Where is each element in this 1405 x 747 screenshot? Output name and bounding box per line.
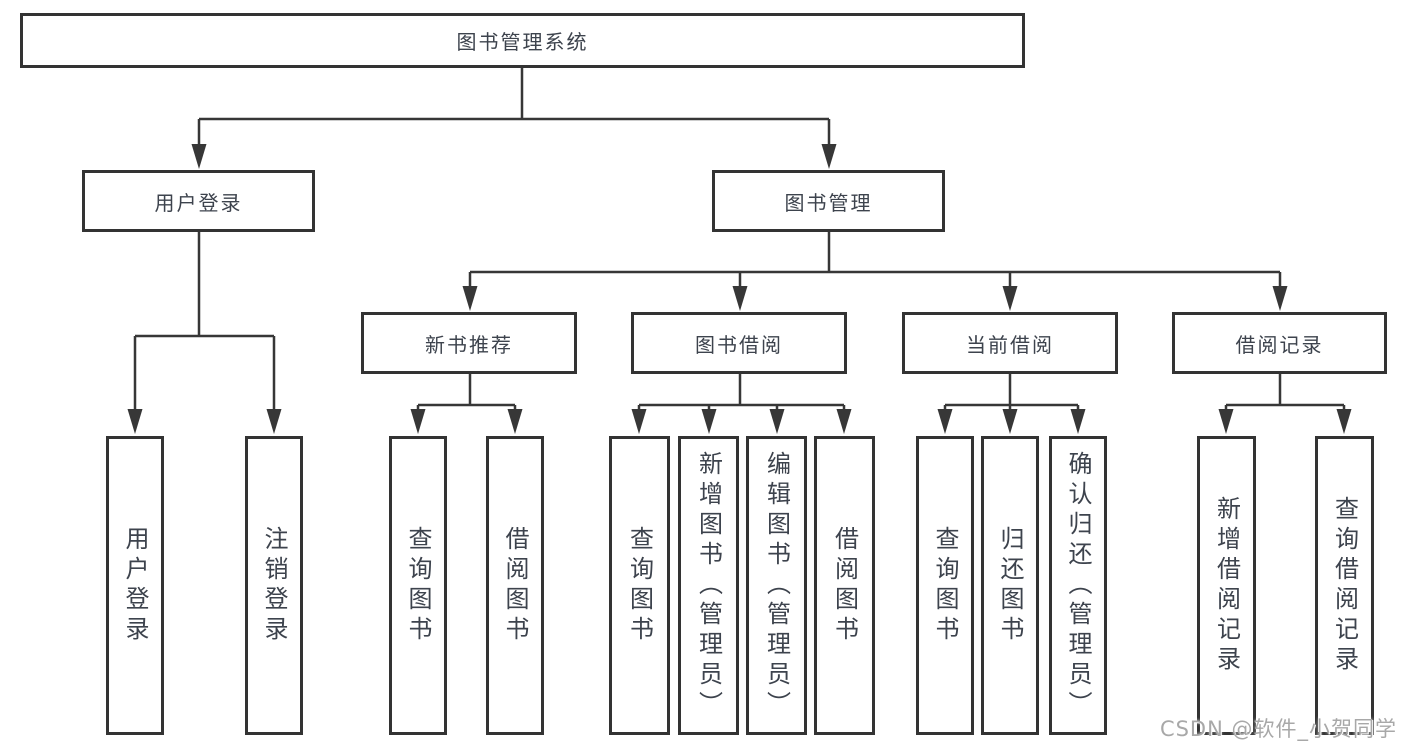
node-borrowing-records: 借阅记录 [1172, 312, 1387, 374]
csdn-watermark: CSDN @软件_小贺同学 [1159, 717, 1397, 741]
leaf-confirm-return-admin: 确认归还（管理员） [1049, 436, 1107, 735]
leaf-logout: 注销登录 [245, 436, 303, 735]
leaf-add-books-admin: 新增图书（管理员） [678, 436, 739, 735]
leaf-add-borrow-record: 新增借阅记录 [1197, 436, 1256, 735]
leaf-label: 查询图书 [625, 525, 654, 646]
node-user-login: 用户登录 [82, 170, 315, 232]
node-new-book-recommendation: 新书推荐 [361, 312, 577, 374]
leaf-query-books-borrowing: 查询图书 [609, 436, 670, 735]
leaf-borrow-books: 借阅图书 [814, 436, 875, 735]
node-book-borrowing: 图书借阅 [631, 312, 847, 374]
leaf-label: 确认归还（管理员） [1064, 450, 1092, 721]
leaf-query-books-recommend: 查询图书 [389, 436, 447, 735]
leaf-label: 查询借阅记录 [1330, 495, 1359, 676]
leaf-label: 用户登录 [121, 525, 149, 646]
node-library-management-system: 图书管理系统 [20, 13, 1025, 68]
leaf-label: 归还图书 [996, 525, 1024, 646]
leaf-user-login: 用户登录 [106, 436, 164, 735]
leaf-label: 编辑图书（管理员） [762, 450, 791, 721]
node-current-borrowing: 当前借阅 [902, 312, 1118, 374]
leaf-label: 查询图书 [404, 525, 432, 646]
leaf-label: 注销登录 [260, 525, 288, 646]
leaf-return-books: 归还图书 [981, 436, 1039, 735]
leaf-borrow-books-recommend: 借阅图书 [486, 436, 544, 735]
leaf-query-books-current: 查询图书 [916, 436, 974, 735]
leaf-label: 新增图书（管理员） [694, 450, 723, 721]
leaf-label: 新增借阅记录 [1212, 495, 1241, 676]
leaf-label: 借阅图书 [830, 525, 859, 646]
leaf-edit-books-admin: 编辑图书（管理员） [746, 436, 807, 735]
leaf-query-borrow-record: 查询借阅记录 [1315, 436, 1374, 735]
node-book-management: 图书管理 [712, 170, 945, 232]
leaf-label: 借阅图书 [501, 525, 529, 646]
leaf-label: 查询图书 [931, 525, 959, 646]
